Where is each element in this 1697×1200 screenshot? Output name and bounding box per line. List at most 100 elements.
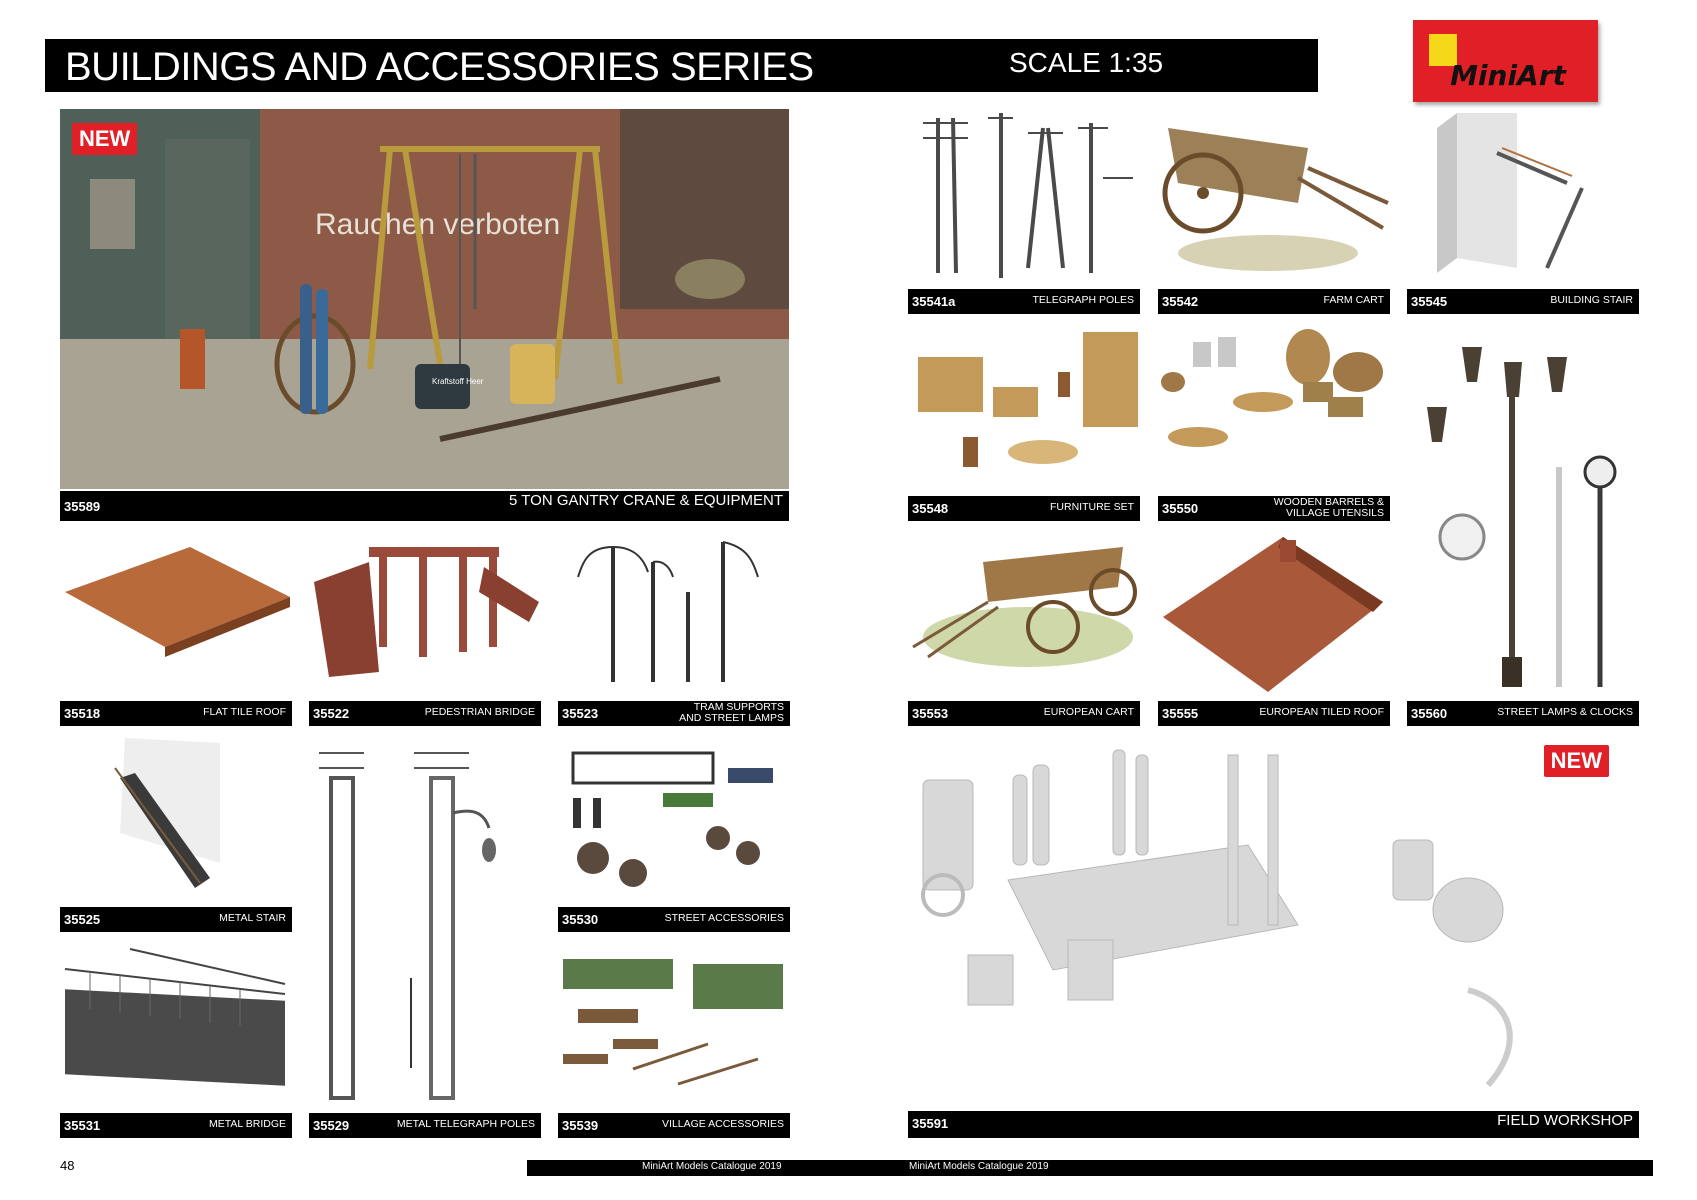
product-card-35555[interactable]: 35555 EUROPEAN TILED ROOF [1158,532,1390,726]
product-card-35529[interactable]: 35529 METAL TELEGRAPH POLES [309,738,541,1138]
product-code: 35518 [64,706,101,721]
product-card-35550[interactable]: 35550 WOODEN BARRELS &VILLAGE UTENSILS [1158,327,1390,521]
miniart-logo: MiniArt [1413,20,1598,102]
footer-bar: MiniArt Models Catalogue 2019 MiniArt Mo… [527,1160,1653,1176]
footer-catalogue-right: MiniArt Models Catalogue 2019 [909,1161,1049,1172]
product-card-35591[interactable]: NEW 35591 FIELD WORKSHOP [908,740,1639,1138]
scale-label: SCALE 1:35 [1009,47,1164,78]
product-code: 35553 [912,706,949,721]
product-image [1407,108,1639,288]
product-card-35522[interactable]: 35522 PEDESTRIAN BRIDGE [309,532,541,726]
product-code: 35525 [64,912,101,927]
product-code: 35531 [64,1118,101,1133]
product-caption: 35541a TELEGRAPH POLES [908,289,1140,314]
product-name: EUROPEAN CART [1043,706,1134,718]
street-lamps-clocks-illustration [1427,347,1617,687]
product-name: STREET ACCESSORIES [664,912,784,924]
product-name: EUROPEAN TILED ROOF [1259,706,1384,718]
product-image [558,532,790,700]
barrels-utensils-illustration [1161,329,1383,447]
product-caption: 35531 METAL BRIDGE [60,1113,292,1138]
product-card-35548[interactable]: 35548 FURNITURE SET [908,327,1140,521]
page-number-right: 49 [1622,1158,1637,1173]
product-name: STREET LAMPS & CLOCKS [1497,706,1633,718]
product-card-35525[interactable]: 35525 METAL STAIR [60,738,292,932]
product-caption: 35589 5 TON GANTRY CRANE & EQUIPMENT [60,491,789,521]
product-image [60,738,292,906]
product-caption: 35525 METAL STAIR [60,907,292,932]
metal-telegraph-poles-illustration [319,752,496,1100]
product-image [1407,327,1639,700]
european-tiled-roof-illustration [1163,537,1383,692]
product-name: METAL STAIR [219,912,286,924]
telegraph-poles-illustration [923,113,1133,278]
product-card-35542[interactable]: 35542 FARM CART [1158,108,1390,314]
product-card-35539[interactable]: 35539 VILLAGE ACCESSORIES [558,944,790,1138]
european-cart-illustration [912,547,1137,667]
new-badge: NEW [72,123,138,155]
metal-bridge-illustration [64,948,286,1086]
product-card-35560[interactable]: 35560 STREET LAMPS & CLOCKS [1407,327,1639,726]
product-code: 35530 [562,912,599,927]
product-image [309,738,541,1112]
product-name: 5 TON GANTRY CRANE & EQUIPMENT [509,492,783,509]
product-caption: 35518 FLAT TILE ROOF [60,701,292,726]
product-image [309,532,541,700]
product-code: 35560 [1411,706,1448,721]
product-image [1158,532,1390,700]
product-card-35541a[interactable]: 35541a TELEGRAPH POLES [908,108,1140,314]
product-name: FIELD WORKSHOP [1497,1112,1633,1129]
product-image [908,108,1140,288]
product-name: PEDESTRIAN BRIDGE [424,706,535,718]
product-code: 35529 [313,1118,350,1133]
field-workshop-illustration [921,749,1513,1087]
tram-supports-illustration [577,541,759,682]
product-caption: 35553 EUROPEAN CART [908,701,1140,726]
village-accessories-illustration [563,959,783,1086]
product-image [60,944,292,1112]
new-badge: NEW [1543,745,1609,777]
product-code: 35523 [562,706,599,721]
product-card-35531[interactable]: 35531 METAL BRIDGE [60,944,292,1138]
metal-stair-illustration [114,738,220,888]
product-name: VILLAGE ACCESSORIES [662,1118,784,1130]
product-name: WOODEN BARRELS &VILLAGE UTENSILS [1273,496,1384,519]
product-code: 35539 [562,1118,599,1133]
street-accessories-illustration [571,751,773,887]
product-name: BUILDING STAIR [1550,294,1633,306]
flat-tile-roof-illustration [65,547,290,657]
product-name: FLAT TILE ROOF [203,706,286,718]
product-card-35589[interactable]: Rauchen verboten Kraftstoff Heer NEW 355… [60,109,789,521]
page-header-bar: BUILDINGS AND ACCESSORIES SERIES SCALE 1… [45,39,1318,92]
product-image [558,944,790,1112]
product-image [60,532,292,700]
product-caption: 35548 FURNITURE SET [908,496,1140,521]
product-code: 35589 [64,499,101,514]
product-caption: 35560 STREET LAMPS & CLOCKS [1407,701,1639,726]
product-name: FARM CART [1323,294,1384,306]
pedestrian-bridge-illustration [314,547,539,677]
svg-text:Kraftstoff Heer: Kraftstoff Heer [432,377,484,386]
product-code: 35555 [1162,706,1199,721]
product-code: 35522 [313,706,350,721]
product-caption: 35530 STREET ACCESSORIES [558,907,790,932]
page-number-left: 48 [60,1158,75,1173]
product-image [908,532,1140,700]
product-caption: 35545 BUILDING STAIR [1407,289,1639,314]
gantry-crane-illustration: Rauchen verboten Kraftstoff Heer [60,109,789,489]
product-image [908,327,1140,495]
product-caption: 35522 PEDESTRIAN BRIDGE [309,701,541,726]
product-image [558,738,790,906]
product-card-35545[interactable]: 35545 BUILDING STAIR [1407,108,1639,314]
product-card-35518[interactable]: 35518 FLAT TILE ROOF [60,532,292,726]
product-card-35553[interactable]: 35553 EUROPEAN CART [908,532,1140,726]
product-code: 35542 [1162,294,1199,309]
product-name: FURNITURE SET [1050,501,1134,513]
product-image [1158,327,1390,495]
product-code: 35550 [1162,501,1199,516]
farm-cart-illustration [1162,128,1389,271]
product-card-35530[interactable]: 35530 STREET ACCESSORIES [558,738,790,932]
